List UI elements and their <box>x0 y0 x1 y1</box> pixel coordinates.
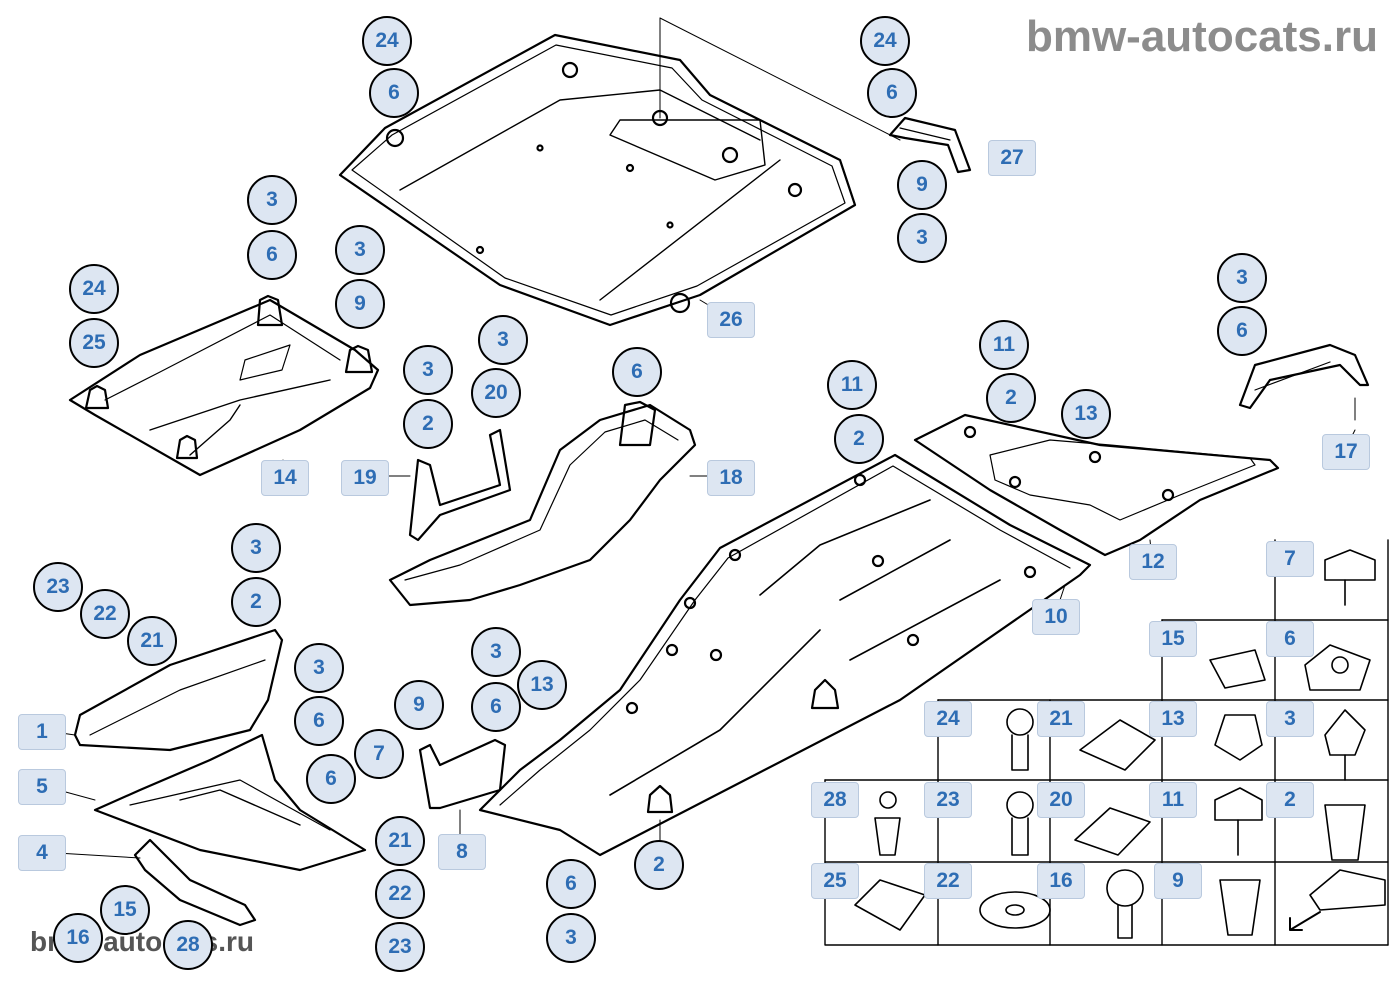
panel-5 <box>93 733 367 872</box>
watermark-top: bmw-autocats.ru <box>1025 12 1378 61</box>
grid-label-7[interactable]: 7 <box>1266 541 1314 577</box>
bracket-8 <box>418 738 507 810</box>
callout-2-shield12[interactable]: 2 <box>986 373 1036 423</box>
callout-7-panel5[interactable]: 7 <box>354 729 404 779</box>
callout-11-shield12[interactable]: 11 <box>979 320 1029 370</box>
callout-2-bracket19[interactable]: 2 <box>403 399 453 449</box>
panel-1 <box>73 628 284 752</box>
callout-6-shield14[interactable]: 6 <box>247 230 297 280</box>
callout-20[interactable]: 20 <box>471 368 521 418</box>
shield-14 <box>68 294 380 477</box>
shield-12 <box>913 413 1280 557</box>
grid-label-11[interactable]: 11 <box>1149 782 1197 818</box>
underbody-shield-10 <box>478 453 1092 857</box>
callout-19[interactable]: 19 <box>341 460 389 496</box>
callout-6-panel5-a[interactable]: 6 <box>294 696 344 746</box>
callout-14[interactable]: 14 <box>261 460 309 496</box>
callout-3-bracket19[interactable]: 3 <box>403 345 453 395</box>
callout-2-shield10-bottom[interactable]: 2 <box>634 840 684 890</box>
grid-label-24[interactable]: 24 <box>924 701 972 737</box>
grid-label-22[interactable]: 22 <box>924 863 972 899</box>
callout-12[interactable]: 12 <box>1129 544 1177 580</box>
callout-25-shield14[interactable]: 25 <box>69 318 119 368</box>
bracket-17 <box>1238 343 1370 421</box>
grid-label-9[interactable]: 9 <box>1154 863 1202 899</box>
underbody-shield-26 <box>338 17 901 327</box>
bracket-19 <box>408 428 512 542</box>
callout-9-shield14[interactable]: 9 <box>335 279 385 329</box>
callout-6-upper-right[interactable]: 6 <box>867 68 917 118</box>
callout-5[interactable]: 5 <box>18 769 66 805</box>
grid-label-21[interactable]: 21 <box>1037 701 1085 737</box>
grid-label-15[interactable]: 15 <box>1149 621 1197 657</box>
callout-8[interactable]: 8 <box>438 834 486 870</box>
callout-9-bracket8[interactable]: 9 <box>394 680 444 730</box>
callout-3-bracket8[interactable]: 3 <box>471 627 521 677</box>
callout-28-panel4[interactable]: 28 <box>163 920 213 970</box>
callout-11-shield10[interactable]: 11 <box>827 360 877 410</box>
fastener-icons <box>854 549 1386 939</box>
grid-label-3[interactable]: 3 <box>1266 701 1314 737</box>
callout-21-panel5[interactable]: 21 <box>375 816 425 866</box>
grid-label-20[interactable]: 20 <box>1037 782 1085 818</box>
callout-10[interactable]: 10 <box>1032 599 1080 635</box>
callout-4[interactable]: 4 <box>18 835 66 871</box>
callout-6-upper-left[interactable]: 6 <box>369 68 419 118</box>
callout-22-panel1[interactable]: 22 <box>80 589 130 639</box>
callout-26[interactable]: 26 <box>707 302 755 338</box>
callout-3-shield14-a[interactable]: 3 <box>247 175 297 225</box>
callout-6-shield10-bottom[interactable]: 6 <box>546 859 596 909</box>
callout-24-shield14[interactable]: 24 <box>69 264 119 314</box>
callout-16-panel4[interactable]: 16 <box>53 913 103 963</box>
bracket-27 <box>888 116 972 174</box>
parts-grid <box>824 539 1389 946</box>
callout-15-panel4[interactable]: 15 <box>100 885 150 935</box>
grid-label-25[interactable]: 25 <box>811 863 859 899</box>
callout-3-shield14-b[interactable]: 3 <box>335 225 385 275</box>
trim-18 <box>388 400 697 607</box>
callout-6-bracket17[interactable]: 6 <box>1217 306 1267 356</box>
callout-17[interactable]: 17 <box>1322 434 1370 470</box>
callout-23-panel1[interactable]: 23 <box>33 562 83 612</box>
callout-3-bracket19-b[interactable]: 3 <box>478 315 528 365</box>
callout-24-upper-left[interactable]: 24 <box>362 16 412 66</box>
callout-3-bracket17[interactable]: 3 <box>1217 253 1267 303</box>
grid-label-16[interactable]: 16 <box>1037 863 1085 899</box>
panel-4 <box>133 838 257 927</box>
callout-13-shield12[interactable]: 13 <box>1061 389 1111 439</box>
grid-label-2[interactable]: 2 <box>1266 782 1314 818</box>
callout-2-shield10[interactable]: 2 <box>834 414 884 464</box>
grid-label-23[interactable]: 23 <box>924 782 972 818</box>
callout-23-panel5[interactable]: 23 <box>375 922 425 972</box>
callout-22-panel5[interactable]: 22 <box>375 869 425 919</box>
callout-3-shield10-bottom[interactable]: 3 <box>546 913 596 963</box>
grid-label-13[interactable]: 13 <box>1149 701 1197 737</box>
callout-3-panel1[interactable]: 3 <box>231 523 281 573</box>
callout-24-upper-right[interactable]: 24 <box>860 16 910 66</box>
callout-1[interactable]: 1 <box>18 714 66 750</box>
callout-3-panel5[interactable]: 3 <box>294 643 344 693</box>
grid-label-28[interactable]: 28 <box>811 782 859 818</box>
callout-6-bracket8[interactable]: 6 <box>471 682 521 732</box>
callout-13-bracket8[interactable]: 13 <box>517 660 567 710</box>
callout-6-panel5-b[interactable]: 6 <box>306 754 356 804</box>
callout-3-upper-right[interactable]: 3 <box>897 213 947 263</box>
callout-27[interactable]: 27 <box>988 140 1036 176</box>
callout-6-trim18[interactable]: 6 <box>612 347 662 397</box>
callout-21-panel1[interactable]: 21 <box>127 616 177 666</box>
callout-18[interactable]: 18 <box>707 460 755 496</box>
callout-2-panel1[interactable]: 2 <box>231 577 281 627</box>
leader-lines <box>39 299 1356 861</box>
grid-label-6[interactable]: 6 <box>1266 621 1314 657</box>
callout-9-upper-right[interactable]: 9 <box>897 160 947 210</box>
